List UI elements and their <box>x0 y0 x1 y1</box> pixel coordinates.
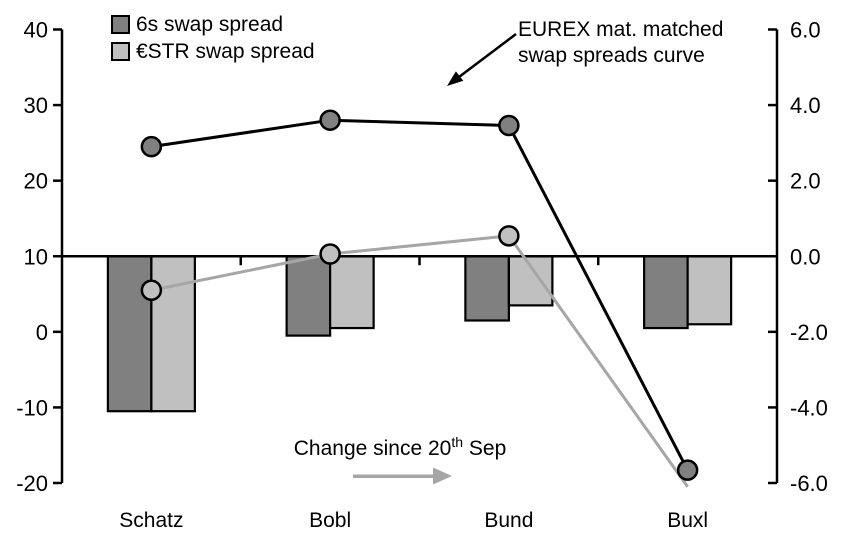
category-label-bund: Bund <box>484 509 533 532</box>
category-label-bobl: Bobl <box>309 509 351 532</box>
right-axis-tick-label: -4.0 <box>790 395 828 420</box>
bar--str-swap-spread-bund <box>507 255 554 307</box>
marker-6s-swap-spread-level-schatz <box>140 135 163 158</box>
legend-swatch-6s-icon <box>111 15 130 34</box>
change-annotation-superscript: th <box>451 434 464 450</box>
bar-6s-swap-spread-schatz <box>106 255 153 413</box>
bar--str-swap-spread-schatz <box>150 255 196 413</box>
curve-annotation-line1: EUREX mat. matched <box>518 18 724 41</box>
right-axis-tick-label: -2.0 <box>790 320 828 345</box>
bar-6s-swap-spread-buxl <box>643 255 689 330</box>
category-label-buxl: Buxl <box>667 509 708 532</box>
marker--str-swap-spread-level-bobl <box>319 243 341 265</box>
marker-6s-swap-spread-level-bund <box>498 114 520 137</box>
bar--str-swap-spread-bobl <box>329 255 375 330</box>
left-axis-tick-label: 10 <box>24 244 48 269</box>
legend-item-estr: €STR swap spread <box>111 38 315 65</box>
line-6s-swap-spread-level <box>151 118 689 471</box>
change-annotation: Change since 20th Sep <box>285 434 515 461</box>
category-label-schatz: Schatz <box>119 509 183 532</box>
marker-6s-swap-spread-level-bobl <box>319 109 341 131</box>
chart-legend: 6s swap spread €STR swap spread <box>111 11 315 65</box>
left-axis-tick-label: 0 <box>36 320 48 345</box>
left-axis-tick-label: -20 <box>16 471 48 496</box>
marker-6s-swap-spread-level-buxl <box>676 459 699 481</box>
curve-annotation: EUREX mat. matched swap spreads curve <box>518 17 723 69</box>
left-axis-tick-label: 40 <box>24 18 48 43</box>
marker--str-swap-spread-level-bund <box>498 225 520 247</box>
curve-annotation-arrow-icon <box>447 33 517 86</box>
curve-annotation-line2: swap spreads curve <box>518 44 705 67</box>
bar-6s-swap-spread-bund <box>464 255 510 322</box>
bar--str-swap-spread-buxl <box>686 255 733 326</box>
right-axis-tick-label: 4.0 <box>790 93 821 118</box>
change-annotation-suffix: Sep <box>463 437 507 460</box>
legend-label-estr: €STR swap spread <box>136 39 315 63</box>
change-direction-arrow-icon <box>353 467 452 485</box>
right-axis-tick-label: 6.0 <box>790 18 821 43</box>
left-axis-tick-label: -10 <box>16 395 48 420</box>
right-axis-tick-label: -6.0 <box>790 471 828 496</box>
marker--str-swap-spread-level-schatz <box>140 279 163 302</box>
right-axis-tick-label: 2.0 <box>790 169 821 194</box>
change-annotation-text: Change since 20 <box>293 437 452 460</box>
legend-swatch-estr-icon <box>111 42 130 61</box>
legend-label-6s: 6s swap spread <box>136 12 284 36</box>
left-axis-tick-label: 20 <box>24 169 48 194</box>
bar-6s-swap-spread-bobl <box>285 255 332 337</box>
left-axis-tick-label: 30 <box>24 93 48 118</box>
right-axis-tick-label: 0.0 <box>790 244 821 269</box>
legend-item-6s: 6s swap spread <box>111 11 315 38</box>
line--str-swap-spread-level <box>151 234 689 488</box>
